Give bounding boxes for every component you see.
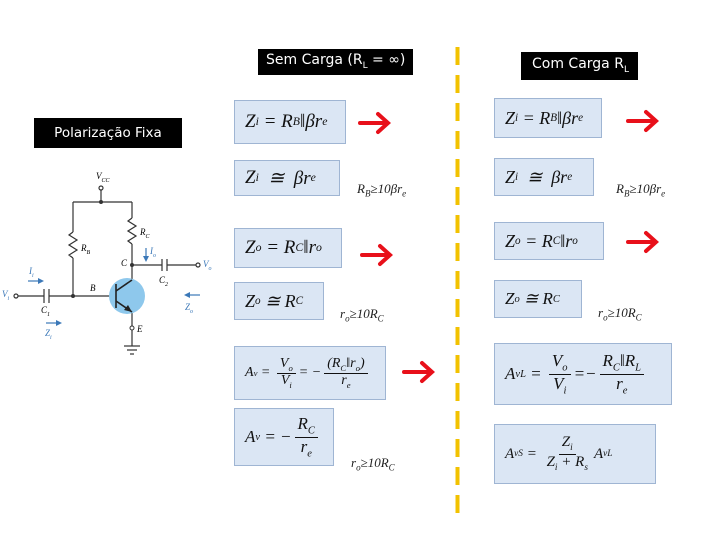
header-com-carga-sub: L <box>623 64 629 75</box>
circuit-label-ii: Ii <box>29 266 34 279</box>
cond-ro-av-a: r <box>351 455 357 470</box>
header-sem-carga: Sem Carga (RL = ∞) <box>258 49 414 75</box>
circuit-vo-sub: o <box>208 265 212 272</box>
circuit-rc: R <box>140 227 146 237</box>
circuit-label-c-node: C <box>121 258 128 268</box>
circuit-io-sub: o <box>153 252 156 259</box>
circuit-label-zi: Zi <box>45 328 52 341</box>
circuit-label-vi: Vi <box>2 289 9 302</box>
cond-rb-noload: RB≥10βre <box>357 181 406 199</box>
header-polarizacao-fixa: Polarização Fixa <box>34 118 182 148</box>
circuit-c1: C <box>41 305 48 315</box>
circuit-vi: V <box>2 289 8 299</box>
divider-dashed <box>455 47 460 517</box>
arrow-icon <box>402 361 435 383</box>
header-polarizacao-text: Polarização Fixa <box>54 125 162 141</box>
cond-ro-load-b: ≥10R <box>607 305 636 320</box>
circuit-io: I <box>150 246 153 256</box>
circuit-c2: C <box>159 275 166 285</box>
circuit-vcc: V <box>96 171 102 181</box>
circuit-label-zo: Zo <box>185 302 193 315</box>
arrow-icon <box>360 244 393 266</box>
circuit-rb: R <box>81 243 87 253</box>
circuit-rc-sub: C <box>145 233 150 240</box>
header-sem-carga-text: Sem Carga (R <box>266 52 363 68</box>
cond-rb-noload-a-sub: B <box>364 188 371 199</box>
cond-ro-noload-zo: ro≥10RC <box>340 306 384 324</box>
circuit-label-vcc: VCC <box>96 171 110 184</box>
header-com-carga-text: Com Carga R <box>532 56 624 72</box>
cond-rb-noload-a: R <box>357 181 365 196</box>
cond-ro-load-a-sub: o <box>603 312 608 323</box>
cond-rb-load-b: ≥10βr <box>629 181 662 196</box>
circuit-vcc-sub: CC <box>101 177 110 184</box>
cond-rb-load: RB≥10βre <box>616 181 665 199</box>
cond-ro-zo-a-sub: o <box>345 313 350 324</box>
header-com-carga: Com Carga RL <box>521 52 638 80</box>
circuit-label-e-node: E <box>137 324 143 334</box>
cond-rb-noload-b: ≥10βr <box>370 181 403 196</box>
cond-ro-av-b: ≥10R <box>360 455 389 470</box>
cond-ro-noload-av: ro≥10RC <box>351 455 395 473</box>
cond-rb-noload-b-sub: e <box>402 188 407 199</box>
cond-ro-zo-a: r <box>340 306 346 321</box>
circuit-label-vo: Vo <box>203 259 212 272</box>
circuit-vo: V <box>203 259 209 269</box>
header-sem-carga-sub: L <box>362 60 368 71</box>
circuit-label-c1: C1 <box>41 305 50 318</box>
circuit-rb-sub: B <box>86 249 91 256</box>
circuit-ii-sub: i <box>32 272 34 279</box>
circuit-vi-sub: i <box>7 295 10 302</box>
circuit-zi: Z <box>45 328 51 338</box>
circuit-zo-sub: o <box>190 308 194 315</box>
cond-ro-av-b-sub: C <box>388 462 395 473</box>
circuit-schematic <box>13 185 201 355</box>
circuit-label-rb: RB <box>81 243 90 256</box>
cond-ro-load: ro≥10RC <box>598 305 642 323</box>
circuit-c2-sub: 2 <box>165 281 169 288</box>
cond-ro-zo-b: ≥10R <box>349 306 378 321</box>
circuit-label-rc: RC <box>140 227 150 240</box>
circuit-label-io: Io <box>150 246 156 259</box>
cond-rb-load-a-sub: B <box>623 188 630 199</box>
circuit-c1-sub: 1 <box>47 311 51 318</box>
arrow-icon <box>626 231 659 253</box>
circuit-ii: I <box>29 266 32 276</box>
cond-ro-av-a-sub: o <box>356 462 361 473</box>
cond-rb-load-b-sub: e <box>661 188 666 199</box>
cond-rb-load-a: R <box>616 181 624 196</box>
circuit-zi-sub: i <box>50 334 52 341</box>
cond-ro-load-b-sub: C <box>635 312 642 323</box>
arrow-icon <box>626 110 659 132</box>
cond-ro-load-a: r <box>598 305 604 320</box>
arrow-icon <box>358 112 391 134</box>
circuit-label-c2: C2 <box>159 275 168 288</box>
circuit-zo: Z <box>185 302 191 312</box>
cond-ro-zo-b-sub: C <box>377 313 384 324</box>
header-sem-carga-tail: = ∞) <box>367 52 406 68</box>
circuit-label-b-node: B <box>90 283 96 293</box>
